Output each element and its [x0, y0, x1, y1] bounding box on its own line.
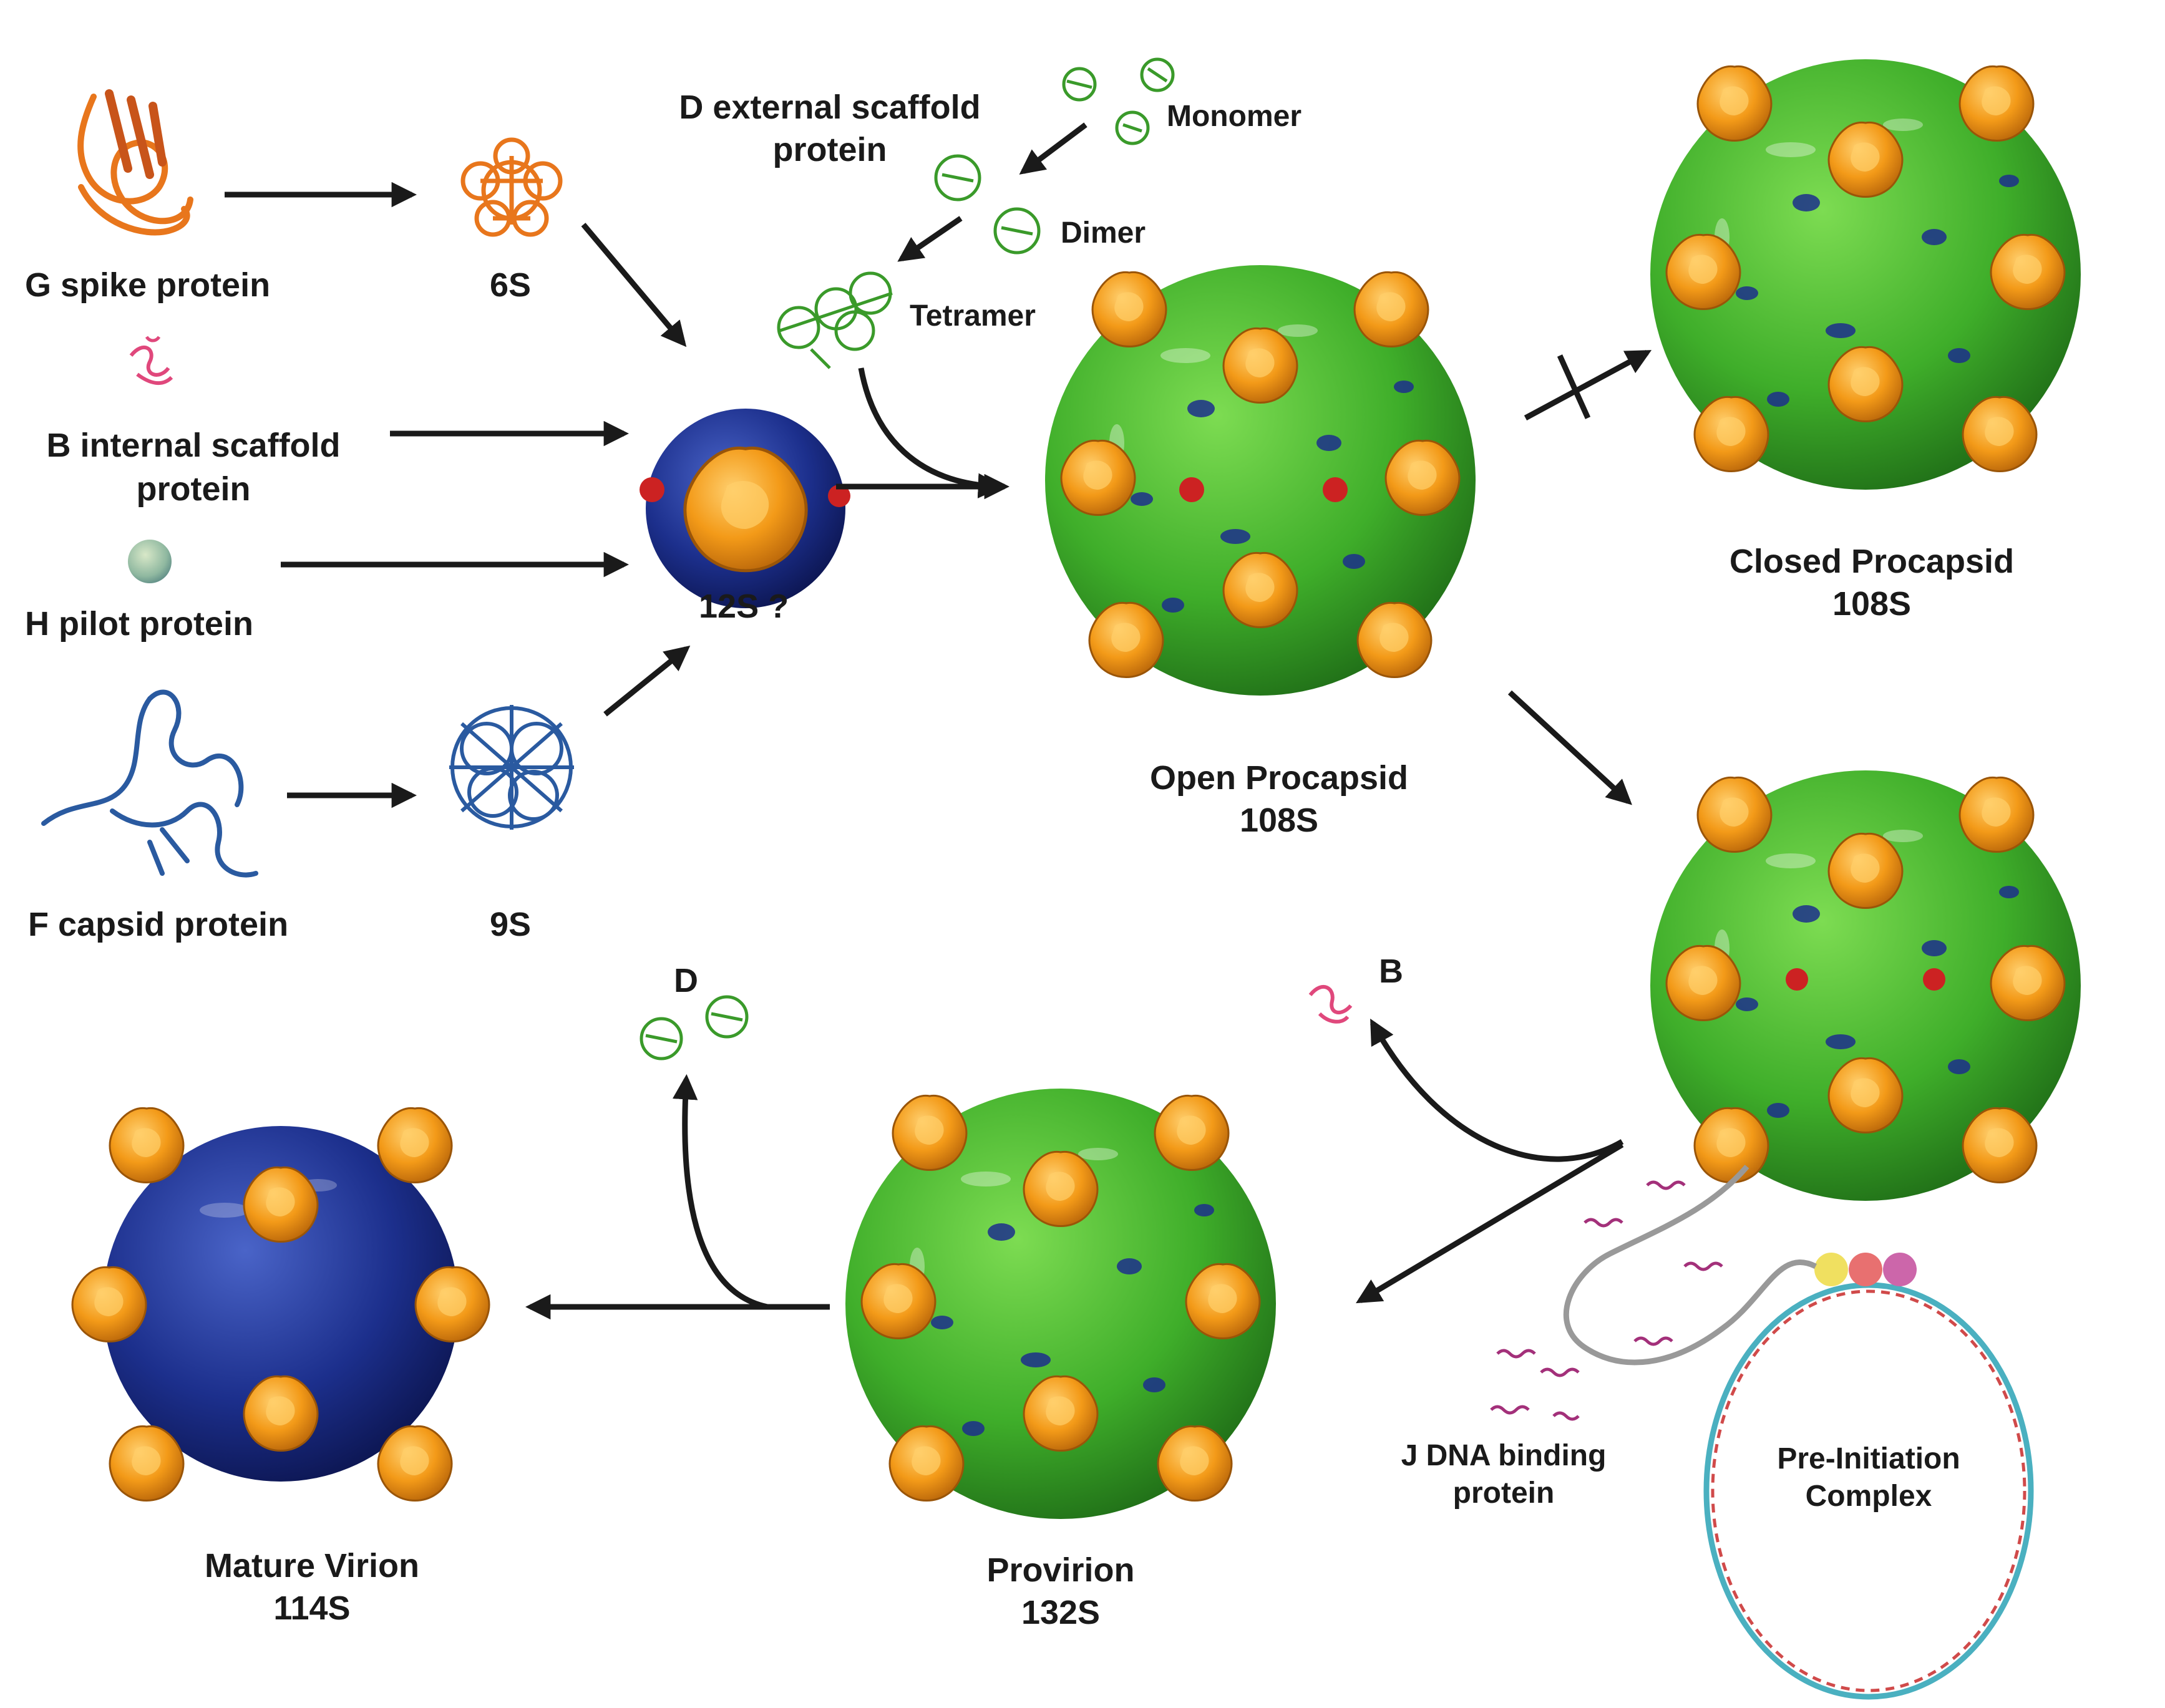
dimer-label: Dimer [1061, 216, 1146, 250]
b-released-icon [1308, 985, 1353, 1024]
j-dna-binding-label-line1: J DNA binding [1401, 1439, 1607, 1472]
j-dna-binding-label-line2: protein [1452, 1477, 1555, 1510]
d-dimer-icon [934, 154, 1041, 255]
monomer-label: Monomer [1167, 100, 1301, 133]
closed-procapsid-label-line1: Closed Procapsid [1729, 543, 2015, 580]
provirion-label-line2: 132S [1021, 1594, 1101, 1631]
provirion-icon [845, 1089, 1276, 1519]
12s-label: 12S ? [699, 588, 789, 625]
6s-label: 6S [490, 266, 532, 304]
d-monomer-icon [1062, 57, 1175, 145]
arrow-b-release [1370, 1018, 1624, 1162]
arrow-d-release [672, 1074, 768, 1310]
d-external-label-line1: D external scaffold [679, 89, 981, 126]
blocked-cross-icon [1557, 354, 1591, 419]
d-external-label-line2: protein [772, 131, 887, 168]
pre-initiation-complex-icon [1563, 1165, 2034, 1700]
pre-initiation-label-line2: Complex [1805, 1480, 1932, 1513]
d-tetramer-icon [777, 271, 893, 369]
open-procapsid-label-line2: 108S [1239, 802, 1319, 839]
open-procapsid-label-line1: Open Procapsid [1149, 759, 1409, 797]
9s-capsid-pentamer-icon [449, 705, 574, 830]
procapsid-with-pic-icon [1650, 770, 2081, 1201]
provirion-label-line1: Provirion [986, 1551, 1135, 1589]
pre-initiation-label-line1: Pre-Initiation [1777, 1442, 1960, 1475]
d-released-icon [640, 995, 749, 1060]
arrow-monomer-to-dimer [1019, 122, 1087, 175]
b-internal-label-line2: protein [136, 470, 251, 508]
arrow-6s-to-12s [581, 223, 687, 347]
g-spike-protein-icon [77, 89, 193, 236]
b-release-label: B [1379, 953, 1403, 990]
arrow-open-to-closed [1524, 350, 1652, 420]
open-procapsid-icon [1045, 265, 1476, 696]
b-scaffold-protein-icon [129, 336, 173, 386]
h-pilot-label: H pilot protein [25, 605, 253, 643]
mature-virion-label-line2: 114S [273, 1589, 351, 1627]
g-spike-label: G spike protein [25, 266, 271, 304]
d-release-label: D [674, 962, 698, 999]
h-pilot-protein-icon [128, 540, 172, 583]
b-internal-label-line1: B internal scaffold [46, 427, 341, 464]
6s-spike-pentamer-icon [460, 137, 563, 237]
arrow-tetramer-to-open [858, 367, 1004, 498]
mature-virion-label-line1: Mature Virion [204, 1547, 420, 1584]
arrow-dimer-to-tetramer [897, 216, 963, 262]
closed-procapsid-icon [1650, 59, 2081, 490]
arrow-open-to-pic [1507, 690, 1632, 805]
arrow-9s-to-12s [603, 645, 691, 717]
closed-procapsid-label-line2: 108S [1832, 585, 1912, 623]
f-capsid-label: F capsid protein [28, 906, 289, 943]
mature-virion-icon [71, 1107, 490, 1502]
9s-label: 9S [490, 906, 532, 943]
j-dna-binding-protein-icon [1490, 1180, 1723, 1421]
arrows [225, 122, 1652, 1320]
12s-intermediate-icon [640, 409, 850, 608]
f-capsid-protein-icon [41, 689, 258, 878]
arrow-pic-to-provirion [1356, 1142, 1624, 1304]
tetramer-label: Tetramer [910, 299, 1036, 332]
